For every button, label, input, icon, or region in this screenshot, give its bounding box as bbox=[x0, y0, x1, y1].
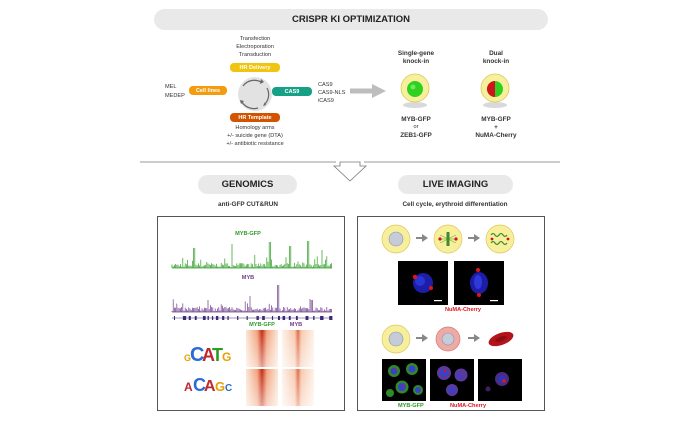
heatmap-label-myb-gfp: MYB-GFP bbox=[249, 322, 275, 328]
dual-ki-gene-2: NuMA-Cherry bbox=[475, 132, 517, 139]
genomics-title: GENOMICS bbox=[198, 175, 297, 194]
template-option-1: Homology arms bbox=[235, 125, 275, 131]
cycle-circle bbox=[238, 77, 272, 111]
live-imaging-panel: NuMA-Cherry MYB-GFP Nu bbox=[357, 216, 545, 411]
svg-text:C: C bbox=[193, 375, 206, 395]
hr-template-tag: HR Template bbox=[230, 113, 280, 122]
arrow-right-icon bbox=[468, 234, 480, 242]
cycle-diagram bbox=[238, 77, 272, 111]
svg-text:G: G bbox=[184, 353, 191, 363]
dual-ki-cell-icon bbox=[480, 73, 510, 108]
diff-micrograph-1 bbox=[382, 359, 426, 401]
heatmap-label-myb: MYB bbox=[289, 322, 303, 328]
dual-ki-gene-1: MYB-GFP bbox=[481, 116, 511, 123]
svg-text:G: G bbox=[222, 350, 231, 364]
diff-micrograph-2 bbox=[430, 359, 474, 401]
mitosis-cell-2 bbox=[433, 224, 463, 254]
arrow-right-icon bbox=[468, 334, 480, 342]
mitosis-cell-3 bbox=[485, 224, 515, 254]
template-option-3: +/- antibiotic resistance bbox=[226, 141, 284, 147]
single-ki-title-2: knock-in bbox=[402, 58, 430, 65]
mitosis-micrograph-2 bbox=[454, 261, 504, 305]
diff-cell-2 bbox=[435, 326, 461, 352]
dual-ki-title-2: knock-in bbox=[482, 58, 510, 65]
live-imaging-title: LIVE IMAGING bbox=[398, 175, 513, 194]
arrow-right-icon bbox=[416, 334, 428, 342]
diff-label-green: MYB-GFP bbox=[398, 403, 424, 409]
diff-label-red: NuMA-Cherry bbox=[450, 403, 487, 409]
cell-line-1: MEL bbox=[165, 84, 177, 90]
svg-text:G: G bbox=[215, 379, 225, 394]
motif-logo-2: A C A G C bbox=[184, 375, 232, 395]
single-ki-gene-2: ZEB1-GFP bbox=[400, 132, 432, 139]
genomics-subtitle: anti-GFP CUT&RUN bbox=[218, 201, 278, 208]
binding-heatmap bbox=[246, 330, 314, 406]
mitosis-micrograph-1 bbox=[398, 261, 448, 305]
diff-micrograph-3 bbox=[478, 359, 522, 401]
single-ki-cell-icon bbox=[400, 73, 430, 108]
svg-text:A: A bbox=[202, 345, 215, 365]
svg-text:A: A bbox=[204, 378, 216, 395]
myb-gfp-signal-track bbox=[171, 241, 332, 269]
svg-text:A: A bbox=[184, 380, 193, 394]
hr-delivery-tag: HR Delivery bbox=[230, 63, 280, 72]
single-ki-gene-1: MYB-GFP bbox=[401, 116, 431, 123]
single-ki-or: or bbox=[413, 124, 419, 130]
cell-lines-tag: Cell lines bbox=[189, 86, 227, 95]
red-blood-cell-icon bbox=[488, 331, 514, 347]
cell-line-2: MEDEP bbox=[165, 93, 185, 99]
cas9-tag: CAS9 bbox=[272, 87, 312, 96]
track-label-myb-gfp: MYB-GFP bbox=[235, 231, 261, 237]
arrow-right-icon bbox=[416, 234, 428, 242]
track-label-myb: MYB bbox=[241, 275, 255, 281]
delivery-method-1: Transfection bbox=[239, 36, 271, 42]
mitosis-cell-1 bbox=[381, 224, 411, 254]
svg-text:T: T bbox=[212, 345, 223, 365]
cas9-variant-2: CAS9-NLS bbox=[318, 90, 346, 96]
gene-annotation-track bbox=[172, 316, 333, 320]
mitosis-channel-label: NuMA-Cherry bbox=[444, 307, 482, 313]
cas9-variant-1: CAS9 bbox=[318, 82, 333, 88]
header-title: CRISPR KI OPTIMIZATION bbox=[154, 9, 548, 30]
single-ki-title-1: Single-gene bbox=[397, 50, 435, 57]
template-option-2: +/- suicide gene (DTA) bbox=[227, 133, 283, 139]
section-divider bbox=[140, 161, 560, 182]
delivery-method-2: Electroporation bbox=[236, 44, 274, 50]
arrow-right-icon bbox=[350, 84, 386, 98]
dual-ki-plus: + bbox=[494, 124, 498, 131]
svg-text:C: C bbox=[225, 383, 232, 394]
diff-cell-1 bbox=[381, 324, 411, 354]
myb-signal-track bbox=[171, 285, 332, 313]
delivery-method-3: Transduction bbox=[238, 52, 272, 58]
genomics-panel: MYB-GFP MYB MYB-GFP MYB bbox=[157, 216, 345, 411]
dual-ki-title-1: Dual bbox=[489, 50, 503, 57]
cas9-variant-3: iCAS9 bbox=[318, 98, 334, 104]
motif-logo-1: G C A T G bbox=[184, 344, 231, 366]
svg-text:C: C bbox=[190, 344, 204, 366]
live-imaging-subtitle: Cell cycle, erythroid differentiation bbox=[402, 201, 508, 208]
